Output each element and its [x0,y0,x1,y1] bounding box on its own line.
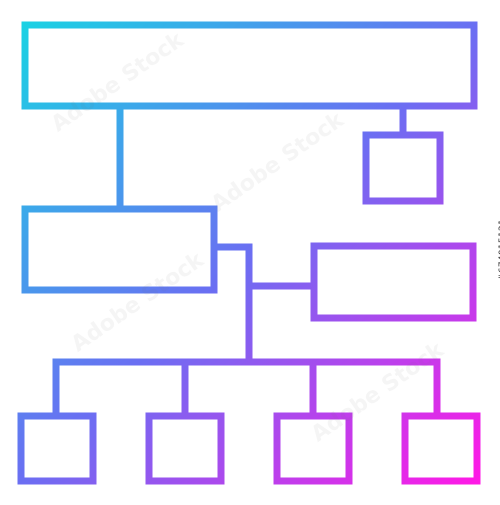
top-banner-box [21,21,478,110]
bottom-box-4 [401,412,481,485]
bottom-box-2 [145,412,225,485]
bottom-box-3 [273,412,353,485]
middle-right-box [310,242,477,322]
connector-line [52,358,441,416]
middle-left-box [21,205,218,294]
small-right-box [362,131,444,205]
bottom-box-1 [17,412,97,485]
connector-line [214,243,253,362]
